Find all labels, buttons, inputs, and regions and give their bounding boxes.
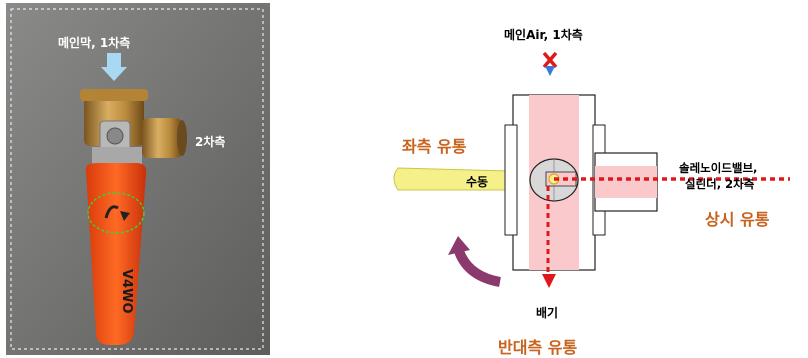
label-opposite-flow: 반대측 유통: [498, 338, 578, 357]
label-main-air: 메인Air, 1차측: [504, 28, 583, 42]
label-left-flow: 좌측 유통: [402, 137, 467, 156]
label-exhaust: 배기: [536, 306, 559, 320]
handle-text: V4WO: [119, 269, 134, 314]
rotate-arrow-icon: [448, 236, 502, 287]
valve-diagram: [393, 51, 790, 288]
x-mark-icon: [542, 51, 558, 69]
label-solenoid-line2: 실린더, 2차측: [685, 177, 755, 191]
photo-label-secondary: 2차측: [195, 135, 226, 149]
photo-label-main: 메인막, 1차측: [58, 36, 131, 50]
label-solenoid-line1: 솔레노이드밸브,: [679, 161, 758, 175]
valve-photo: V4WO 메인막, 1차측 2차측: [6, 3, 270, 355]
down-arrow-icon: [542, 274, 556, 288]
label-manual: 수동: [466, 175, 489, 189]
down-arrow-photo-icon: [101, 53, 127, 81]
label-normal-flow: 상시 유통: [705, 210, 770, 229]
valve-photo-drawing: V4WO: [6, 3, 270, 355]
